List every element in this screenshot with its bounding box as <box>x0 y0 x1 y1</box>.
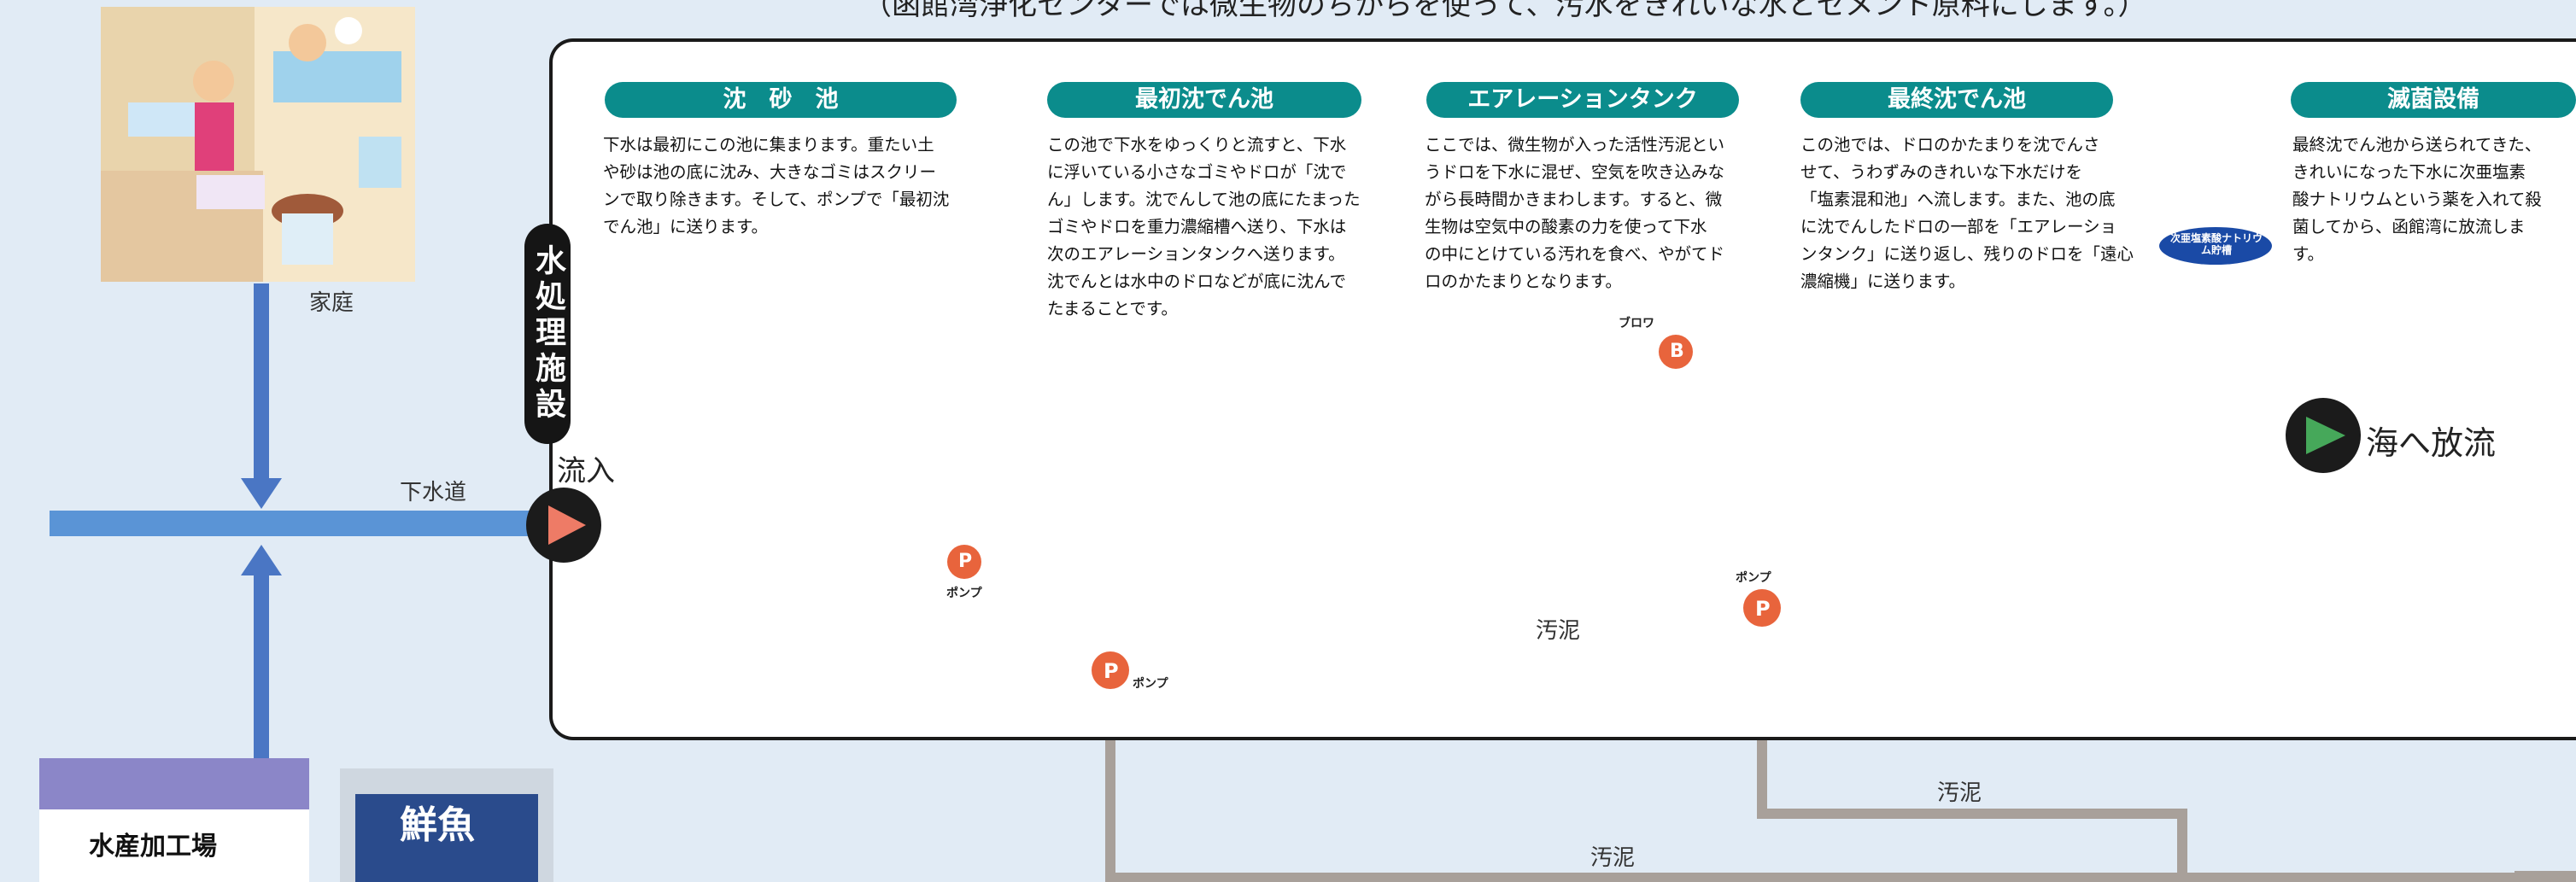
label-pump: ポンプ <box>1736 571 1771 585</box>
home-illustration <box>101 7 415 282</box>
label-sludge: 汚泥 <box>1536 618 1581 644</box>
pump-icon <box>947 545 981 579</box>
stage-desc-primary: この池で下水をゆっくりと流すと、下水に浮いている小さなゴミやドロが「沈で ん」し… <box>1047 135 1361 318</box>
stage-title-disinfection: 滅菌設備 <box>2291 82 2576 118</box>
label-outflow: 海へ放流 <box>2366 424 2497 462</box>
blower-icon <box>1659 335 1693 369</box>
down-arrow <box>241 478 282 509</box>
home-drain-pipe <box>254 283 269 480</box>
fish-sign: 鮮魚 <box>400 803 475 847</box>
label-factory: 水産加工場 <box>89 832 217 862</box>
stage-title-final: 最終沈でん池 <box>1800 82 2113 118</box>
label-blower: ブロワ <box>1619 317 1654 330</box>
pump-icon <box>1743 589 1781 627</box>
up-arrow <box>241 545 282 575</box>
label-tank: 次亜塩素酸ナトリウム貯槽 <box>2169 232 2263 256</box>
factory-illustration <box>39 758 553 882</box>
stage-desc-disinfection: 最終沈でん池から送られてきた、きれいになった下水に次亜塩素 酸ナトリウムという薬… <box>2292 135 2542 264</box>
stage-desc-grit: 下水は最初にこの池に集まります。重たい土や砂は池の底に沈み、大きなゴミはスクリー… <box>603 135 950 237</box>
vertical-section-title: 水処理施設 <box>524 224 571 444</box>
page-header: （函館湾浄化センターでは微生物のちからを使って、汚水をきれいな水とセメント原料に… <box>863 0 2147 22</box>
sewer-main-pipe <box>50 511 553 536</box>
label-home: 家庭 <box>309 290 354 316</box>
stage-title-grit: 沈 砂 池 <box>605 82 957 118</box>
water-treatment-panel <box>549 38 2576 740</box>
stage-title-primary: 最初沈でん池 <box>1047 82 1361 118</box>
label-sludge: 汚泥 <box>1590 845 1636 871</box>
factory-drain-pipe <box>254 574 269 762</box>
label-pump: ポンプ <box>1133 677 1168 691</box>
stage-title-aeration: エアレーションタンク <box>1426 82 1739 118</box>
label-pump: ポンプ <box>946 587 982 600</box>
label-sewer: 下水道 <box>400 480 467 505</box>
tank-badge <box>2159 227 2272 265</box>
stage-desc-aeration: ここでは、微生物が入った活性汚泥というドロを下水に混ぜ、空気を吹き込みな がら長… <box>1425 135 1725 291</box>
stage-desc-final: この池では、ドロのかたまりを沈でんさせて、うわずみのきれいな下水だけを 「塩素混… <box>1800 135 2134 291</box>
label-inflow: 流入 <box>557 454 615 488</box>
label-sludge: 汚泥 <box>1937 780 1982 806</box>
pump-icon <box>1092 651 1129 689</box>
